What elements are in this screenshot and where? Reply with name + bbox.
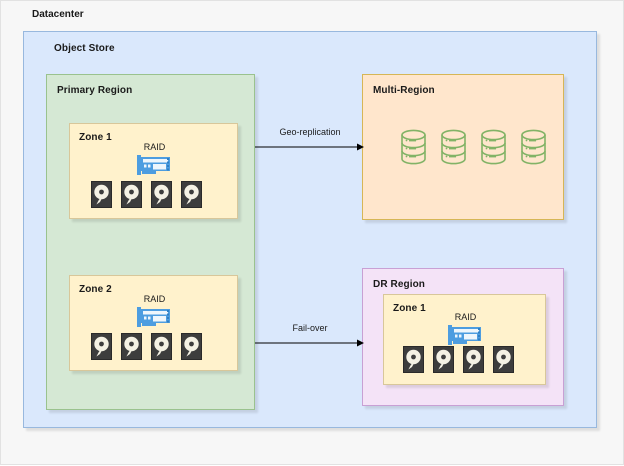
hard-disk-icon (463, 346, 484, 373)
datacenter-label: Datacenter (32, 9, 84, 20)
primary-zone-1-raid-label: RAID (143, 142, 166, 152)
hard-disk-icon (91, 181, 112, 208)
geo-replication-arrow[interactable] (255, 141, 365, 153)
multi-region-title: Multi-Region (373, 85, 435, 96)
primary-zone-2-title: Zone 2 (79, 284, 112, 295)
dr-zone-1-disk-row (403, 346, 514, 373)
dr-zone-1-title: Zone 1 (393, 303, 426, 314)
hard-disk-icon (121, 333, 142, 360)
primary-zone-2-disk-row (91, 333, 202, 360)
database-cylinder-icon (441, 129, 466, 165)
geo-replication-label: Geo-replication (279, 127, 341, 137)
fail-over-arrow[interactable] (255, 337, 365, 349)
database-cylinder-icon (521, 129, 546, 165)
raid-controller-card-icon (448, 325, 481, 345)
hard-disk-icon (181, 333, 202, 360)
raid-controller-card-icon (137, 307, 170, 327)
primary-region-title: Primary Region (57, 85, 133, 96)
hard-disk-icon (151, 333, 172, 360)
primary-zone-2-raid-label: RAID (143, 294, 166, 304)
fail-over-label: Fail-over (292, 323, 328, 333)
dr-region-title: DR Region (373, 279, 426, 290)
hard-disk-icon (433, 346, 454, 373)
dr-zone-1-raid-label: RAID (454, 312, 477, 322)
multi-region-database-row (400, 129, 547, 165)
primary-zone-1-disk-row (91, 181, 202, 208)
hard-disk-icon (91, 333, 112, 360)
hard-disk-icon (121, 181, 142, 208)
hard-disk-icon (181, 181, 202, 208)
object-store-title: Object Store (54, 43, 115, 54)
database-cylinder-icon (401, 129, 426, 165)
hard-disk-icon (403, 346, 424, 373)
primary-zone-1-title: Zone 1 (79, 132, 112, 143)
hard-disk-icon (493, 346, 514, 373)
raid-controller-card-icon (137, 155, 170, 175)
database-cylinder-icon (481, 129, 506, 165)
hard-disk-icon (151, 181, 172, 208)
